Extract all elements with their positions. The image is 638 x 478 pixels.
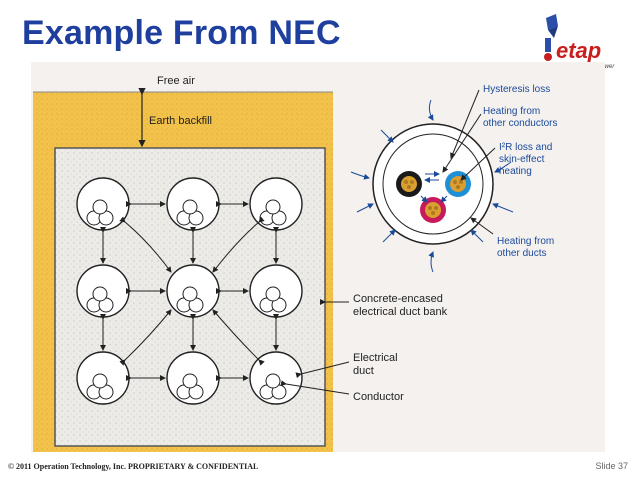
duct-bank-leaders — [280, 299, 350, 395]
label-i2r-2: skin-effect — [499, 154, 545, 165]
cable-black — [396, 171, 422, 197]
duct — [76, 351, 130, 405]
label-electrical-duct-1: Electrical — [353, 352, 398, 364]
label-heating-conductors-1: Heating from — [483, 106, 540, 117]
duct — [249, 351, 303, 405]
label-hysteresis-loss: Hysteresis loss — [483, 84, 550, 95]
label-earth-backfill: Earth backfill — [149, 115, 212, 127]
cable-red — [420, 197, 446, 223]
duct — [166, 351, 220, 405]
logo-mark-icon — [544, 14, 558, 61]
duct-grid — [76, 177, 303, 405]
slide-title: Example From NEC — [22, 14, 341, 52]
duct-bank-diagram: Free air Earth backfill — [31, 62, 605, 452]
external-heat-arrows — [350, 99, 514, 273]
logo-brand-text: etap — [556, 38, 601, 63]
label-i2r-1: I²R loss and — [499, 142, 552, 153]
slide-number: Slide 37 — [595, 461, 628, 471]
label-heating-conductors-2: other conductors — [483, 118, 558, 129]
label-duct-bank-1: Concrete-encased — [353, 293, 443, 305]
duct — [249, 177, 303, 231]
label-heating-ducts-1: Heating from — [497, 236, 554, 247]
heat-exchange-arrows — [100, 201, 279, 381]
label-duct-bank-2: electrical duct bank — [353, 306, 448, 318]
duct — [76, 264, 130, 318]
duct-detail — [372, 123, 494, 245]
label-heating-ducts-2: other ducts — [497, 248, 546, 259]
footer-copyright: © 2011 Operation Technology, Inc. PROPRI… — [8, 462, 259, 471]
label-free-air: Free air — [157, 75, 195, 87]
detail-leaders — [442, 89, 496, 235]
label-i2r-3: heating — [499, 166, 532, 177]
duct — [76, 177, 130, 231]
duct — [249, 264, 303, 318]
duct — [166, 264, 220, 318]
duct — [166, 177, 220, 231]
label-conductor: Conductor — [353, 391, 404, 403]
label-electrical-duct-2: duct — [353, 365, 374, 377]
